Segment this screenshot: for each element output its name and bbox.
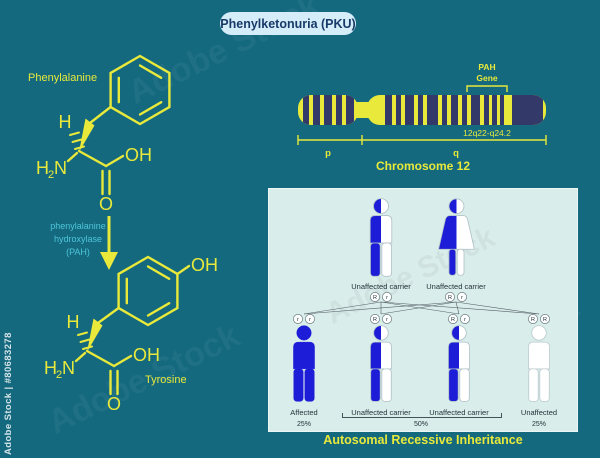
gene-bracket xyxy=(466,85,508,92)
chromosome-12-diagram: PAH Gene 12q22-q24.2 xyxy=(297,62,547,159)
allele-letter: R xyxy=(373,295,377,301)
atom-amine-n: N xyxy=(54,158,67,178)
arm-scale xyxy=(297,135,547,145)
father-label: Unaffected carrier xyxy=(351,282,411,291)
mother-label: Unaffected carrier xyxy=(426,282,486,291)
allele-letter: r xyxy=(464,317,466,323)
phenylalanine-label: Phenylalanine xyxy=(28,72,98,84)
tyrosine-structure: OH H H 2 N O OH xyxy=(44,255,218,414)
percent-unaffected: 25% xyxy=(531,421,546,428)
atom-h: H xyxy=(67,312,80,332)
pedigree-panel: Adobe Stock Unaffected carrier Unaffecte… xyxy=(268,188,578,432)
allele-letter: R xyxy=(543,317,547,323)
atom-phenol-oh: OH xyxy=(191,255,218,275)
unaffected-male-figure xyxy=(521,325,557,404)
locus-label: 12q22-q24.2 xyxy=(463,128,511,138)
enzyme-label: phenylalanine hydroxylase (PAH) xyxy=(40,220,116,259)
atom-amine-h: H xyxy=(44,358,57,378)
enzyme-line: hydroxylase xyxy=(53,234,103,244)
atom-o: O xyxy=(107,394,121,414)
allele-letter: r xyxy=(297,317,299,323)
child-label: Unaffected carrier xyxy=(351,408,411,417)
allele-letter: r xyxy=(461,295,463,301)
allele-letter: r xyxy=(309,317,311,323)
atom-oh: OH xyxy=(125,145,152,165)
inheritance-lines: R r R r r r R r R r R R xyxy=(293,292,550,324)
title-badge: Phenylketonuria (PKU) xyxy=(220,12,356,35)
cross-lines xyxy=(303,301,540,315)
father-alleles: R r xyxy=(370,292,392,302)
allele-letter: R xyxy=(451,317,455,323)
wedge-bond xyxy=(79,118,95,152)
chromosome-caption: Chromosome 12 xyxy=(375,159,471,173)
stock-watermark-side: Adobe Stock | #80683278 xyxy=(3,332,14,455)
inheritance-caption: Autosomal Recessive Inheritance xyxy=(323,433,523,447)
pah-gene-label: Gene xyxy=(476,73,498,83)
allele-letter: r xyxy=(386,295,388,301)
percent-affected: 25% xyxy=(296,421,311,428)
allele-letter: R xyxy=(373,317,377,323)
mother-alleles: R r xyxy=(445,292,467,302)
allele-letter: R xyxy=(448,295,452,301)
pah-gene-label: PAH xyxy=(478,62,495,72)
carriers-bracket xyxy=(342,413,502,418)
carrier-male-figure xyxy=(441,325,477,404)
chromosome-body xyxy=(298,95,546,125)
chromosome-bands xyxy=(303,95,543,125)
wedge-bond xyxy=(87,318,103,352)
atom-h: H xyxy=(59,112,72,132)
percent-carriers: 50% xyxy=(413,421,428,428)
child-label: Unaffected carrier xyxy=(429,408,489,417)
tyrosine-label: Tyrosine xyxy=(145,374,187,386)
enzyme-line: phenylalanine xyxy=(50,221,106,231)
affected-male-figure xyxy=(286,325,322,404)
atom-amine-sub: 2 xyxy=(48,169,54,181)
atom-oh: OH xyxy=(133,345,160,365)
atom-amine-h: H xyxy=(36,158,49,178)
page-title: Phenylketonuria (PKU) xyxy=(220,16,356,31)
allele-letter: r xyxy=(386,317,388,323)
reaction-arrow-icon xyxy=(100,216,118,270)
q-arm-label: q xyxy=(453,148,459,159)
atom-amine-n: N xyxy=(62,358,75,378)
phenylalanine-structure: H H 2 N O OH xyxy=(36,54,171,214)
enzyme-line: (PAH) xyxy=(66,247,90,257)
child-label: Unaffected xyxy=(520,408,558,417)
atom-amine-sub: 2 xyxy=(56,369,62,381)
atom-o: O xyxy=(99,194,113,214)
p-arm-label: p xyxy=(325,148,331,159)
carrier-male-figure xyxy=(363,325,399,404)
child-label: Affected xyxy=(290,408,318,417)
allele-letter: R xyxy=(531,317,535,323)
child-alleles: r r R r R r R R xyxy=(293,314,550,324)
